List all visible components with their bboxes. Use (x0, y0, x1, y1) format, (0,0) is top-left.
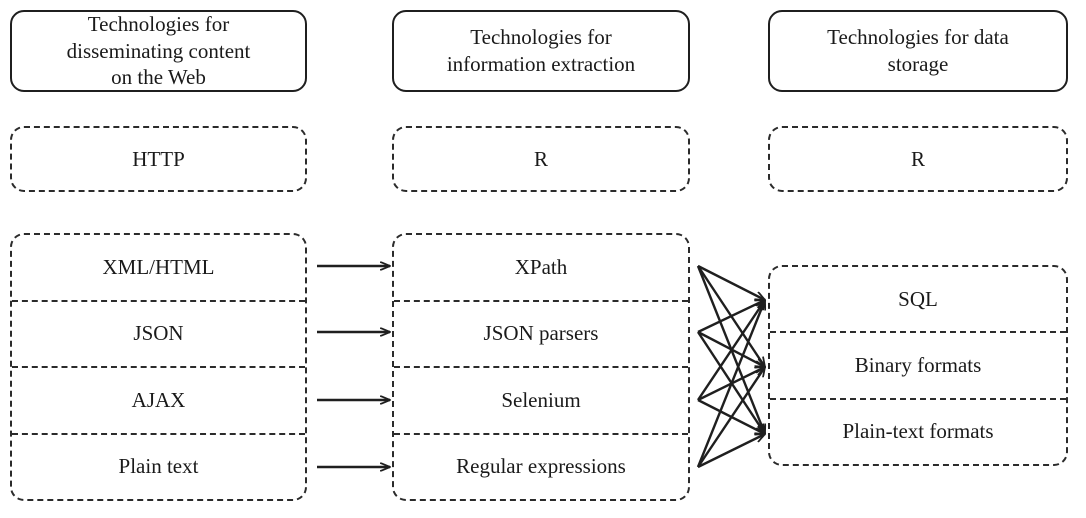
header-line: on the Web (111, 65, 206, 90)
arrow-regex-to-plaintext (697, 432, 765, 469)
arrow-jsonparsers-to-binary (697, 330, 765, 369)
arrow-regex-to-sql (696, 300, 767, 468)
arrow-xpath-to-sql (697, 264, 765, 302)
header-line: storage (887, 52, 949, 76)
item-binary-formats[interactable]: Binary formats (770, 331, 1066, 397)
arrows-extraction-to-storage (696, 264, 767, 469)
column-header-storage: Technologies for data storage (768, 10, 1072, 96)
group-storage-language: R (768, 126, 1072, 196)
item-ajax[interactable]: AJAX (12, 366, 305, 433)
item-http[interactable]: HTTP (132, 146, 185, 171)
group-extraction-tools: XPath JSON parsers Selenium Regular expr… (392, 233, 694, 505)
item-xml-html[interactable]: XML/HTML (102, 254, 215, 279)
item-plain-text-formats[interactable]: Plain-text formats (770, 397, 1066, 464)
column-header-web: Technologies for disseminating content o… (10, 10, 311, 96)
item-json[interactable]: JSON (12, 299, 305, 367)
group-web-protocol: HTTP (10, 126, 311, 196)
column-header-extraction: Technologies for information extraction (392, 10, 694, 96)
group-extraction-language: R (392, 126, 694, 196)
column-header-extraction-text: Technologies for information extraction (447, 24, 635, 78)
item-plain-text[interactable]: Plain text (12, 432, 305, 500)
arrow-xpath-to-binary (697, 265, 766, 367)
arrow-jsonparsers-to-plaintext (696, 331, 767, 434)
item-json-parsers[interactable]: JSON parsers (394, 299, 688, 367)
arrow-xpath-to-plaintext (696, 265, 767, 434)
item-r-storage[interactable]: R (910, 146, 925, 171)
arrows-web-to-extraction (317, 266, 390, 467)
header-line: information extraction (446, 52, 636, 76)
arrow-jsonparsers-to-sql (697, 298, 765, 334)
arrow-selenium-to-plaintext (697, 398, 765, 436)
group-web-formats: XML/HTML JSON AJAX Plain text (10, 233, 311, 505)
item-xpath[interactable]: XPath (514, 254, 568, 279)
column-header-web-text: Technologies for disseminating content o… (67, 11, 251, 92)
arrow-selenium-to-sql (697, 300, 766, 401)
header-line: Technologies for data (827, 25, 1009, 50)
header-line: Technologies for (470, 25, 612, 50)
item-sql[interactable]: SQL (898, 286, 938, 311)
arrow-regex-to-binary (697, 367, 766, 468)
item-selenium[interactable]: Selenium (394, 366, 688, 433)
column-header-storage-text: Technologies for data storage (827, 24, 1009, 78)
header-line: Technologies for (87, 11, 230, 36)
header-line: disseminating content (66, 38, 251, 63)
item-r-extraction[interactable]: R (533, 146, 548, 171)
arrow-selenium-to-binary (697, 365, 765, 402)
item-regular-expressions[interactable]: Regular expressions (394, 432, 688, 500)
group-storage-formats: SQL Binary formats Plain-text formats (768, 265, 1072, 470)
